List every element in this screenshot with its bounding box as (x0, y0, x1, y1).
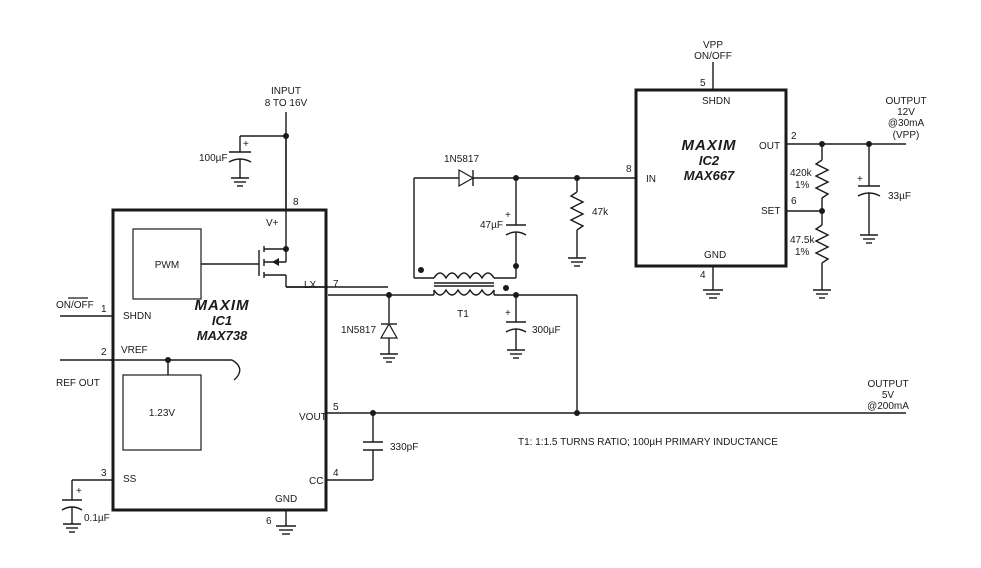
ic1-pin-cc-label: CC (309, 476, 323, 487)
d1-part: 1N5817 (341, 325, 376, 336)
ic2-pin-gnd-label: GND (704, 250, 726, 261)
svg-text:+: + (243, 139, 249, 150)
lx-node: 1N5817 (328, 292, 434, 363)
ic2: MAXIM IC2 MAX667 SHDN IN OUT SET GND 5 8… (626, 78, 797, 281)
output-vpp-voltage: 12V (897, 107, 915, 118)
t1-label: T1 (457, 309, 469, 320)
d2-body (458, 168, 475, 188)
ic2-pin-in-label: IN (646, 174, 656, 185)
ic1-pin-1-number: 1 (101, 304, 107, 315)
ic2-pin-6-number: 6 (791, 196, 797, 207)
ic1-pin-shdn-label: SHDN (123, 311, 151, 322)
reference-label: 1.23V (149, 408, 175, 419)
r-47k-value: 47k (592, 207, 609, 218)
ref-out-label: REF OUT (56, 378, 100, 389)
svg-text:+: + (505, 308, 511, 319)
c-330p-value: 330pF (390, 442, 418, 453)
ic1-pin-vplus-label: V+ (266, 218, 279, 229)
svg-text:+: + (505, 210, 511, 221)
d2-part: 1N5817 (444, 154, 479, 165)
ic2-pin-set-label: SET (761, 206, 780, 217)
ic2-body (634, 88, 788, 268)
ic1-pin-lx-label: LX (304, 280, 317, 291)
vpp-label: VPP (703, 40, 723, 51)
ic1-pin-2-number: 2 (101, 347, 107, 358)
input-range-label: 8 TO 16V (265, 98, 308, 109)
ic2-pin-2-number: 2 (791, 131, 797, 142)
output-5v: OUTPUT 5V @200mA T1: 1:1.5 TURNS RATIO; … (518, 379, 909, 448)
ic2-pin-shdn-label: SHDN (702, 96, 730, 107)
vref-break-mark (231, 359, 241, 381)
output-5v-voltage: 5V (882, 390, 895, 401)
ic1-designator: IC1 (212, 313, 232, 328)
c-47u-value: 47µF (480, 220, 503, 231)
output-5v-title: OUTPUT (867, 379, 908, 390)
ic1-part-number: MAX738 (197, 328, 248, 343)
r-47-5k-tolerance: 1% (795, 247, 810, 258)
output-vpp-title: OUTPUT (885, 96, 926, 107)
c-ss-value: 0.1µF (84, 513, 110, 524)
r-420k-tolerance: 1% (795, 180, 810, 191)
boost-stage: 1N5817 + 47µF 47k + 300µF (444, 154, 636, 413)
ic2-pin-4-number: 4 (700, 270, 706, 281)
transformer-note: T1: 1:1.5 TURNS RATIO; 100µH PRIMARY IND… (518, 437, 778, 448)
d1-body (379, 322, 399, 339)
r-420k-value: 420k (790, 168, 813, 179)
ic1-pin-vref-label: VREF (121, 345, 148, 356)
ic1-pin-7-number: 7 (333, 279, 339, 290)
ic1-pin-gnd-label: GND (275, 494, 297, 505)
ic1-pin-4-number: 4 (333, 468, 339, 479)
svg-text:+: + (76, 486, 82, 497)
ic1-pin-8-number: 8 (293, 197, 299, 208)
output-5v-current: @200mA (867, 401, 909, 412)
ic2-pin-8-number: 8 (626, 164, 632, 175)
ic1-logo: MAXIM (195, 297, 250, 314)
ic2-logo: MAXIM (682, 137, 737, 154)
transformer-t1: T1 (413, 177, 577, 320)
pwm-label: PWM (155, 260, 179, 271)
ic1-external-wiring: ON/OFF REF OUT + 0.1µF 330pF (56, 86, 906, 535)
ic1-pin-3-number: 3 (101, 468, 107, 479)
c-300u-value: 300µF (532, 325, 561, 336)
ic1-pin-vout-label: VOUT (299, 412, 327, 423)
reference-block (122, 374, 202, 451)
vref-junction (165, 357, 171, 363)
ic2-part-number: MAX667 (684, 168, 735, 183)
ic1-pin-6-number: 6 (266, 516, 272, 527)
ic1-pin-ss-label: SS (123, 474, 137, 485)
ic2-pin-out-label: OUT (759, 141, 780, 152)
on-off-input-label: ON/OFF (56, 300, 94, 311)
ic2-external-wiring: VPP ON/OFF 420k 1% 47.5k 1% (694, 40, 927, 299)
vpp-on-off-label: ON/OFF (694, 51, 732, 62)
input-label: INPUT (271, 86, 301, 97)
c-33u-value: 33µF (888, 191, 911, 202)
svg-text:+: + (857, 174, 863, 185)
output-vpp-name: (VPP) (893, 130, 920, 141)
r-47-5k-value: 47.5k (790, 235, 815, 246)
ic1-pin-5-number: 5 (333, 402, 339, 413)
output-vpp-current: @30mA (888, 118, 925, 129)
ic1: MAXIM IC1 MAX738 PWM 1.23V (101, 136, 388, 527)
ic2-pin-5-number: 5 (700, 78, 706, 89)
ic2-designator: IC2 (699, 153, 720, 168)
c-in-value: 100µF (199, 153, 228, 164)
